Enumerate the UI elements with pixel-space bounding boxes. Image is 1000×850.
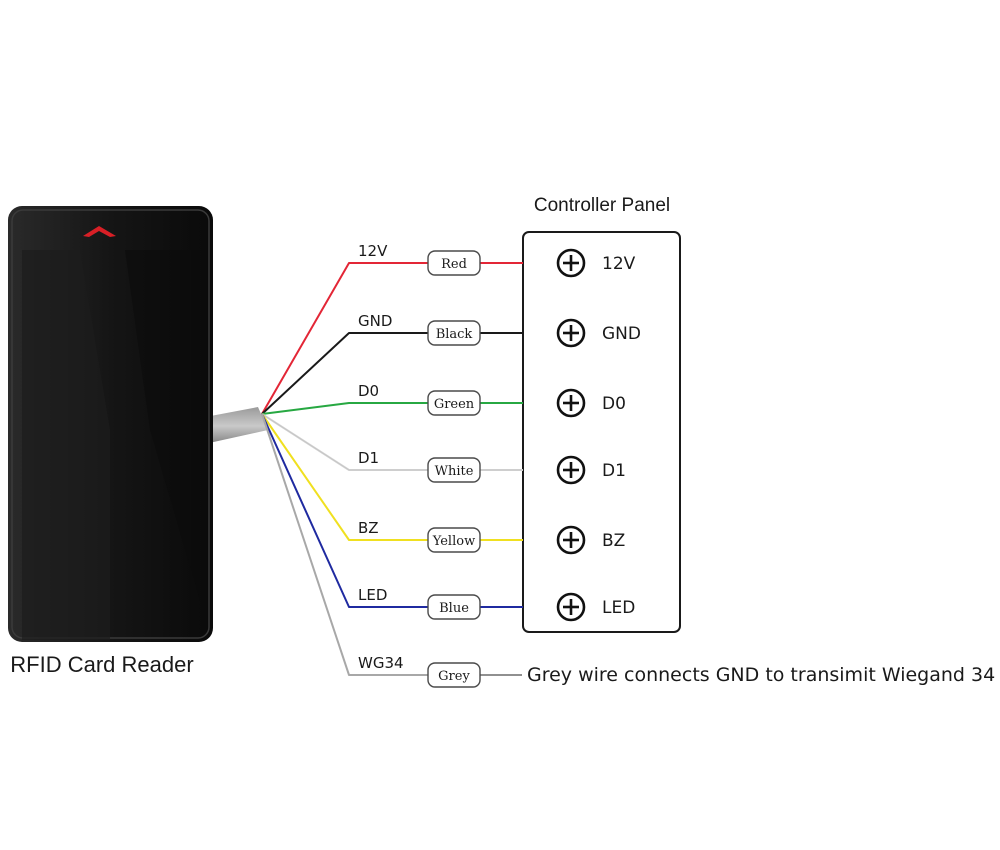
wire-label-wg34: WG34 <box>358 654 404 672</box>
color-badge-led <box>427 594 481 620</box>
device-caption: RFID Card Reader <box>10 652 193 677</box>
terminal-label-d0: D0 <box>602 394 626 414</box>
color-badge-label-12v: Red <box>441 257 467 272</box>
controller-panel <box>522 231 681 633</box>
panel-title: Controller Panel <box>534 195 670 216</box>
terminal-label-led: LED <box>602 598 635 618</box>
wire-label-gnd: GND <box>358 312 392 330</box>
color-badge-d1 <box>427 457 481 483</box>
terminal-label-12v: 12V <box>602 254 636 274</box>
wire-d1 <box>261 413 523 471</box>
reader-cable <box>200 407 268 445</box>
color-badge-label-gnd: Black <box>436 327 473 342</box>
wire-led <box>261 413 523 608</box>
terminal-label-d1: D1 <box>602 461 626 481</box>
wire-d1-outline <box>261 413 523 471</box>
terminal-label-gnd: GND <box>602 324 641 344</box>
wire-bz <box>261 413 523 541</box>
color-badge-12v <box>427 250 481 276</box>
color-badge-label-wg34: Grey <box>438 669 470 684</box>
color-badge-label-bz: Yellow <box>432 534 475 549</box>
indicator-light-icon <box>83 226 116 237</box>
wire-d0 <box>261 402 523 415</box>
color-badge-d0 <box>427 390 481 416</box>
wire-12v <box>261 262 523 415</box>
wire-label-bz: BZ <box>358 519 379 537</box>
wg34-note: Grey wire connects GND to transimit Wieg… <box>527 664 995 686</box>
wire-label-12v: 12V <box>358 242 388 260</box>
color-badge-label-led: Blue <box>439 601 469 616</box>
wire-label-d0: D0 <box>358 382 379 400</box>
wire-label-d1: D1 <box>358 449 379 467</box>
color-badge-wg34 <box>427 662 481 688</box>
color-badge-label-d1: White <box>435 464 474 479</box>
rfid-reader-device <box>8 206 213 642</box>
terminal-label-bz: BZ <box>602 531 625 551</box>
color-badge-bz <box>427 527 481 553</box>
color-badge-gnd <box>427 320 481 346</box>
color-badge-label-d0: Green <box>434 397 475 412</box>
wire-label-led: LED <box>358 586 387 604</box>
